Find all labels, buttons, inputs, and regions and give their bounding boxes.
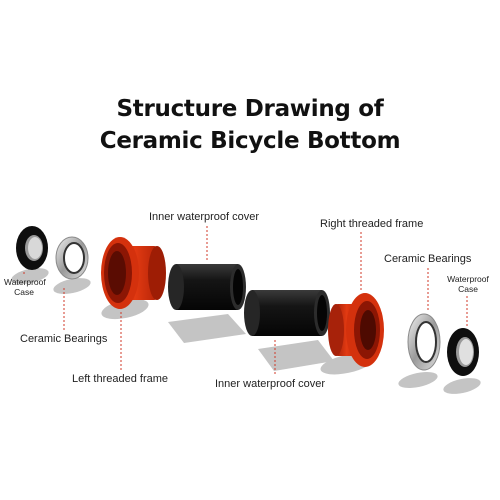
- part-shadows: [11, 268, 481, 394]
- waterproof-case-right: [447, 328, 479, 376]
- label-waterproof-case-left-line-2: Case: [14, 287, 34, 297]
- waterproof-case-left: [16, 226, 48, 270]
- shadow-ceramic-bearing-right: [398, 371, 438, 389]
- leader-lines: [23, 226, 468, 376]
- label-ceramic-bearings-right: Ceramic Bearings: [384, 253, 472, 265]
- title-line-2: Ceramic Bicycle Bottom: [99, 128, 401, 154]
- label-waterproof-case-right: Waterproof Case: [445, 274, 491, 294]
- label-ceramic-bearings-left: Ceramic Bearings: [20, 333, 108, 345]
- label-waterproof-case-left: Waterproof Case: [4, 277, 46, 297]
- shadow-ceramic-bearing-left: [53, 278, 91, 294]
- shadow-waterproof-case-left: [11, 268, 49, 284]
- diagram-title: Structure Drawing of Ceramic Bicycle Bot…: [0, 93, 500, 157]
- left-threaded-frame: [101, 237, 166, 309]
- ceramic-bearing-left: [55, 236, 89, 280]
- label-inner-cover-bottom: Inner waterproof cover: [215, 378, 326, 390]
- title-line-1: Structure Drawing of: [116, 96, 384, 122]
- shadow-waterproof-case-right: [443, 378, 481, 394]
- label-waterproof-case-right-line-1: Waterproof: [447, 274, 489, 284]
- shadow-inner-cover-left: [168, 314, 246, 343]
- label-waterproof-case-right-line-2: Case: [458, 284, 478, 294]
- label-right-threaded-frame: Right threaded frame: [320, 218, 424, 230]
- shadow-inner-cover-right: [258, 340, 334, 371]
- label-waterproof-case-left-line-1: Waterproof: [4, 277, 46, 287]
- inner-cover-right: [244, 290, 330, 336]
- inner-cover-left: [168, 264, 246, 310]
- label-inner-cover-top: Inner waterproof cover: [149, 211, 260, 223]
- right-threaded-frame: [328, 293, 384, 367]
- ceramic-bearing-right: [407, 313, 441, 371]
- label-left-threaded-frame: Left threaded frame: [72, 373, 169, 385]
